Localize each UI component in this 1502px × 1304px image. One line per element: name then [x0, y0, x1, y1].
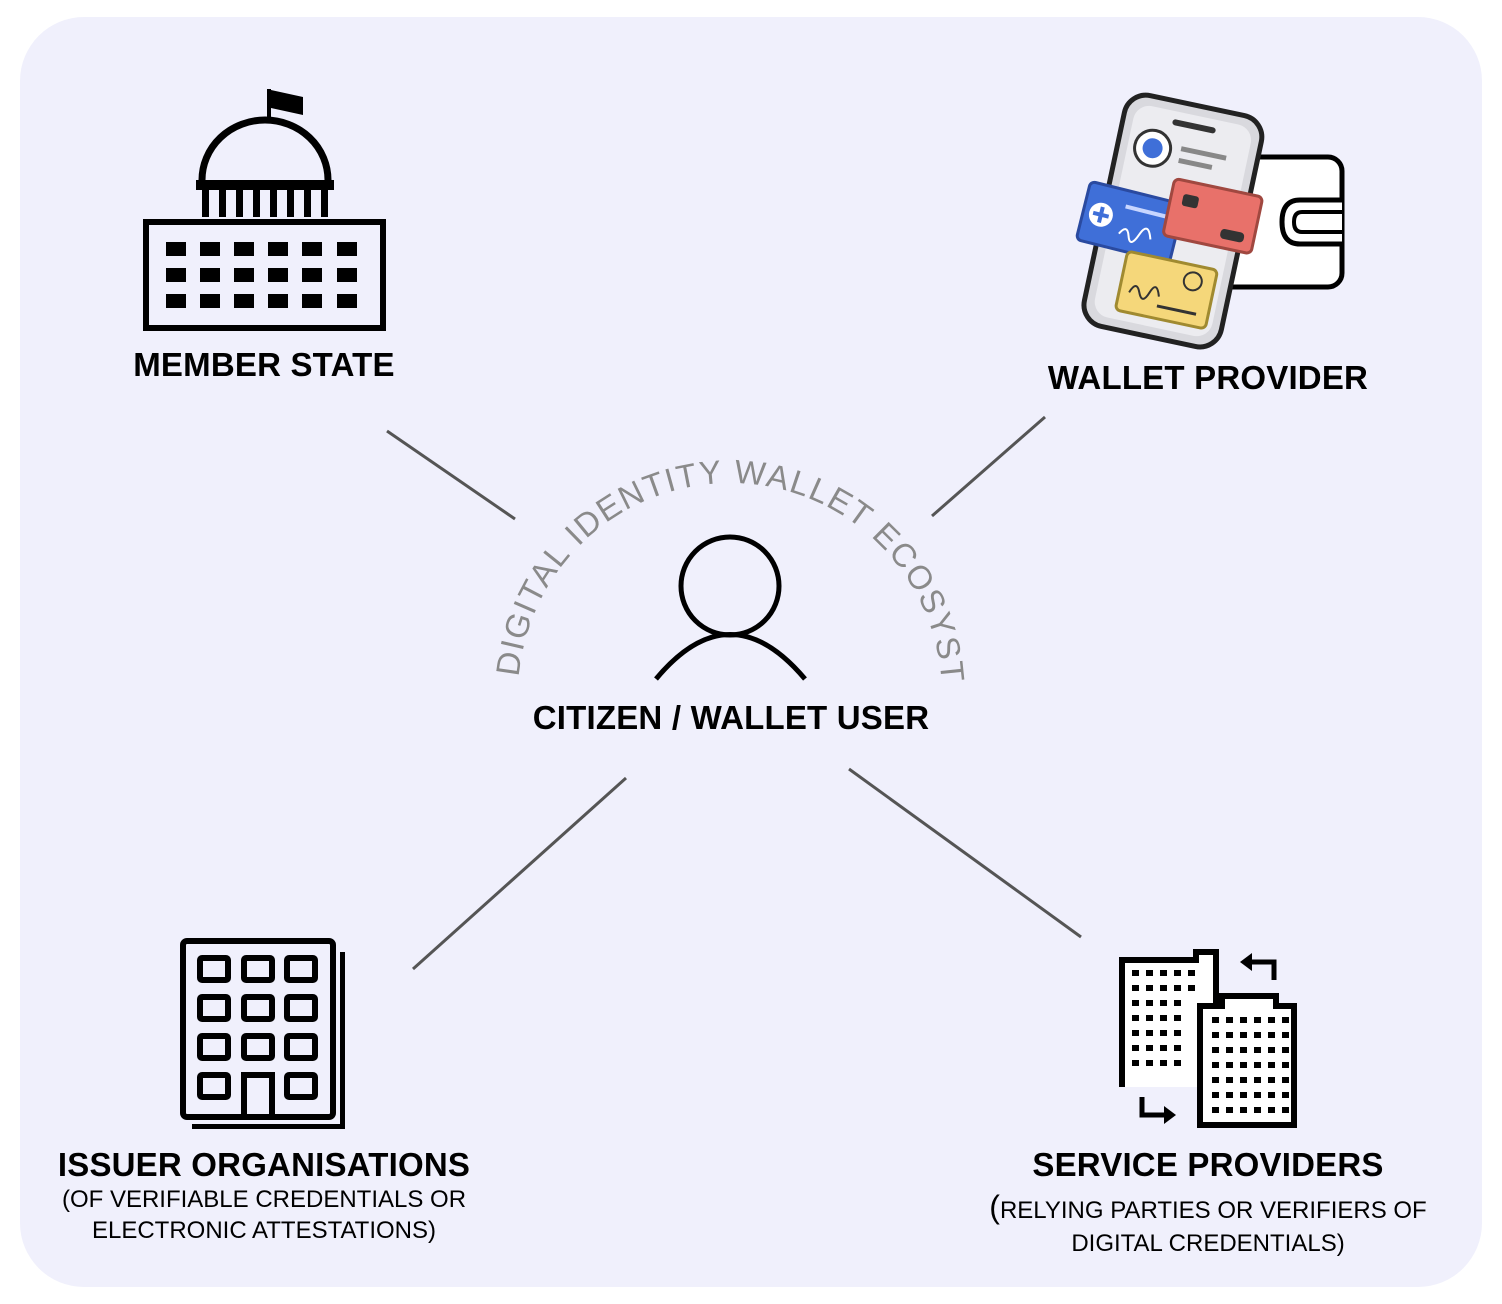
service-open-paren: (: [989, 1189, 1000, 1225]
connector-issuer: [411, 776, 628, 971]
issuer-sublabel-line1: (OF VERIFIABLE CREDENTIALS OR: [61, 1186, 467, 1213]
service-label: SERVICE PROVIDERS: [1032, 1146, 1384, 1183]
exchange-arrows-icon: [1139, 959, 1277, 1118]
government-building-icon: [143, 89, 386, 331]
issuer-sublabel: (OF VERIFIABLE CREDENTIALS OR ELECTRONIC…: [14, 1184, 514, 1246]
wallet-provider-label: WALLET PROVIDER: [1047, 359, 1369, 396]
service-sublabel: (RELYING PARTIES OR VERIFIERS OF DIGITAL…: [958, 1189, 1458, 1259]
service-sublabel-line2: DIGITAL CREDENTIALS): [1071, 1230, 1345, 1257]
service-sublabel-line1: (RELYING PARTIES OR VERIFIERS OF: [958, 1189, 1458, 1226]
issuer-label: ISSUER ORGANISATIONS: [57, 1146, 471, 1183]
office-building-icon: [180, 938, 345, 1129]
service-sublabel-line1-text: RELYING PARTIES OR VERIFIERS OF: [999, 1197, 1427, 1224]
citizen-label: CITIZEN / WALLET USER: [532, 699, 930, 736]
member-state-label: MEMBER STATE: [133, 346, 395, 383]
connector-wallet-provider: [931, 415, 1046, 518]
user-icon: [654, 534, 807, 681]
ecosystem-arc-text: EU DIGITAL IDENTITY WALLET ECOSYSTEM: [0, 0, 972, 688]
connectors: [386, 415, 1082, 971]
connector-member-state: [386, 429, 516, 521]
exchange-buildings-icon: [1119, 949, 1297, 1128]
phone-wallet-icon: [1075, 92, 1345, 350]
connector-service: [848, 767, 1082, 939]
issuer-sublabel-line2: ELECTRONIC ATTESTATIONS): [91, 1217, 437, 1244]
